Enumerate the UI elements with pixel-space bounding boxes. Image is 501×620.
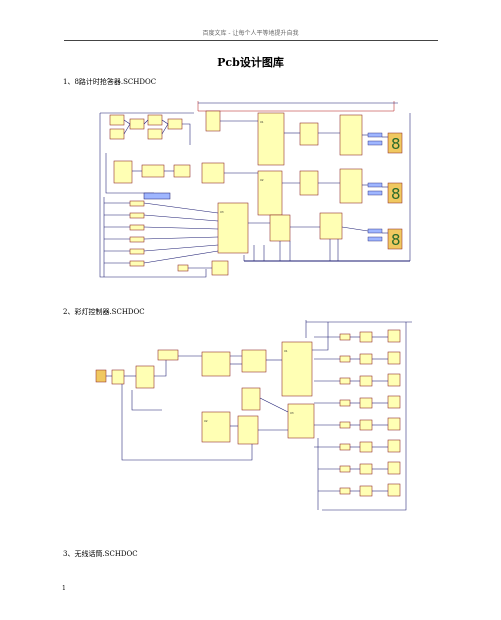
svg-text:U1: U1 [284, 349, 288, 353]
page-header: 百度文库 - 让每个人平等地提升自我 [202, 30, 299, 37]
svg-text:U3: U3 [290, 411, 294, 415]
schematic-light-controller: U1 U2 U3 [95, 320, 412, 511]
page-number: 1 [62, 585, 66, 592]
svg-text:U1: U1 [260, 120, 264, 124]
section-label-1: 1、8路计时抢答器.SCHDOC [63, 78, 157, 86]
svg-text:U3: U3 [220, 210, 224, 214]
section-label-3: 3、无线话筒.SCHDOC [63, 550, 138, 558]
header-rule [64, 40, 438, 41]
document-title: Pcb设计图库 [217, 56, 284, 69]
svg-text:8: 8 [391, 135, 401, 153]
schematic-quiz-timer: U1 U2 U3 8 8 8 [99, 101, 411, 278]
svg-text:8: 8 [391, 185, 401, 203]
svg-text:8: 8 [391, 231, 401, 249]
svg-text:U2: U2 [204, 419, 208, 423]
svg-text:U2: U2 [260, 178, 264, 182]
section-label-2: 2、彩灯控制器.SCHDOC [63, 308, 145, 316]
